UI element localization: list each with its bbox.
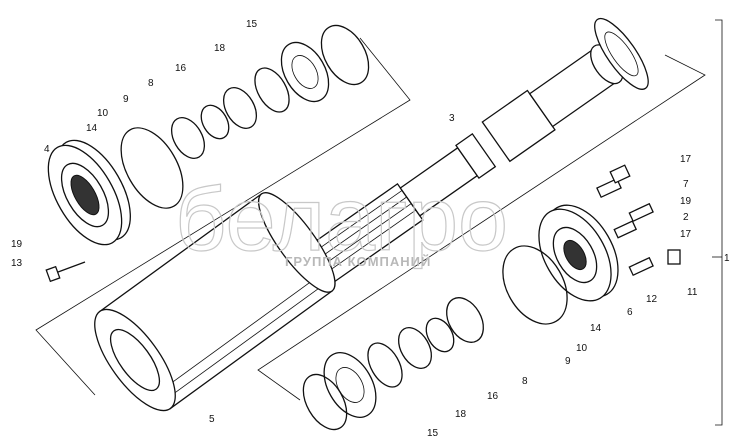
callout-18: 18	[455, 409, 467, 420]
callout-4: 4	[44, 144, 50, 155]
callout-5: 5	[209, 414, 215, 425]
callout-3: 3	[449, 113, 455, 124]
left-rings	[120, 24, 370, 209]
callout-16: 16	[487, 391, 499, 402]
callout-9: 9	[565, 356, 571, 367]
flange-part-6	[538, 204, 619, 302]
callout-2: 2	[683, 212, 689, 223]
callout-11: 11	[687, 287, 698, 298]
callout-7: 7	[683, 179, 689, 190]
callout-8: 8	[522, 376, 528, 387]
right-rings	[302, 297, 484, 431]
callout-13: 13	[11, 258, 23, 269]
callout-12: 12	[646, 294, 658, 305]
callout-10: 10	[97, 108, 109, 119]
leader-lines	[35, 19, 723, 426]
callout-19: 19	[680, 196, 692, 207]
callout-8: 8	[148, 78, 154, 89]
watermark-logo: белагро	[175, 170, 508, 270]
callout-15: 15	[246, 19, 258, 30]
o-ring-14	[502, 245, 568, 325]
callout-15: 15	[427, 428, 439, 439]
fittings	[596, 164, 681, 277]
callout-17: 17	[680, 229, 692, 240]
callout-16: 16	[175, 63, 187, 74]
callout-9: 9	[123, 94, 129, 105]
bolt-part-13	[45, 261, 86, 283]
callout-labels: 15 18 16 8 9 10 14 4 19 13 3 5 17 7 19 2…	[11, 19, 730, 439]
drum-part-5	[94, 192, 336, 412]
callout-18: 18	[214, 43, 226, 54]
callout-6: 6	[627, 307, 633, 318]
watermark-subtitle: ГРУППА КОМПАНИЙ	[285, 254, 431, 269]
callout-14: 14	[590, 323, 602, 334]
callout-10: 10	[576, 343, 588, 354]
callout-1: 1	[724, 253, 730, 264]
callout-17: 17	[680, 154, 692, 165]
watermark: белагро ГРУППА КОМПАНИЙ	[174, 169, 508, 270]
flange-part-4	[47, 139, 131, 246]
callout-14: 14	[86, 123, 98, 134]
callout-19: 19	[11, 239, 23, 250]
